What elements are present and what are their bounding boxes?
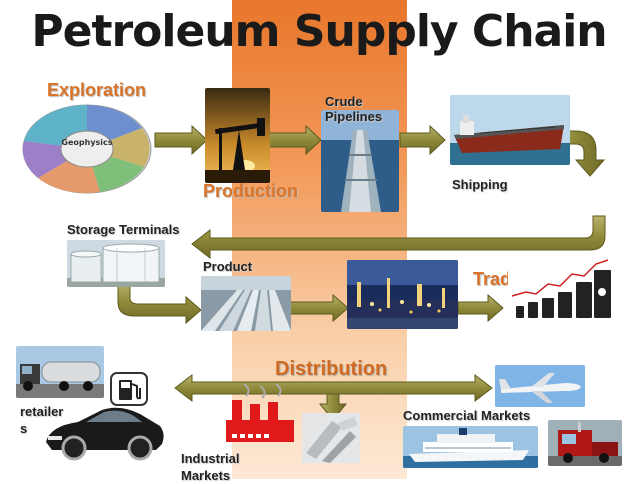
arrow-product-refinery <box>290 295 348 321</box>
geophysics-wheel-image: Geophysics <box>20 103 155 195</box>
oil-barrels-chart-image <box>508 256 612 320</box>
label-distribution: Distribution <box>275 358 387 381</box>
oil-pump-image <box>205 88 270 183</box>
cruise-ship-image <box>403 426 538 468</box>
industrial-metal-image <box>302 413 360 463</box>
arrow-exploration-production <box>155 126 207 154</box>
label-commercial-markets: Commercial Markets <box>403 408 530 423</box>
arrow-return-storage <box>192 216 605 258</box>
refinery-image <box>347 260 458 329</box>
semi-truck-image <box>548 420 622 466</box>
arrow-production-pipelines <box>268 126 321 154</box>
oil-tanker-image <box>450 95 570 165</box>
label-production: Production <box>203 181 298 202</box>
airplane-image <box>495 365 585 407</box>
fuel-truck-image <box>16 346 104 398</box>
label-shipping: Shipping <box>452 177 508 192</box>
label-crude-pipelines: Crude Pipelines <box>325 94 382 124</box>
factory-icon <box>224 384 296 444</box>
label-product: Product <box>203 259 252 274</box>
label-exploration: Exploration <box>47 80 146 101</box>
geophysics-text: Geophysics <box>61 138 112 147</box>
arrow-refinery-trading <box>458 295 503 321</box>
crude-pipelines-image <box>321 110 399 212</box>
arrow-storage-product <box>118 282 201 323</box>
arrow-pipelines-shipping <box>400 126 445 154</box>
label-retailers: retailer s <box>20 403 63 437</box>
label-storage-terminals: Storage Terminals <box>67 222 179 237</box>
product-pipelines-image <box>201 276 291 331</box>
storage-tanks-image <box>67 240 165 287</box>
